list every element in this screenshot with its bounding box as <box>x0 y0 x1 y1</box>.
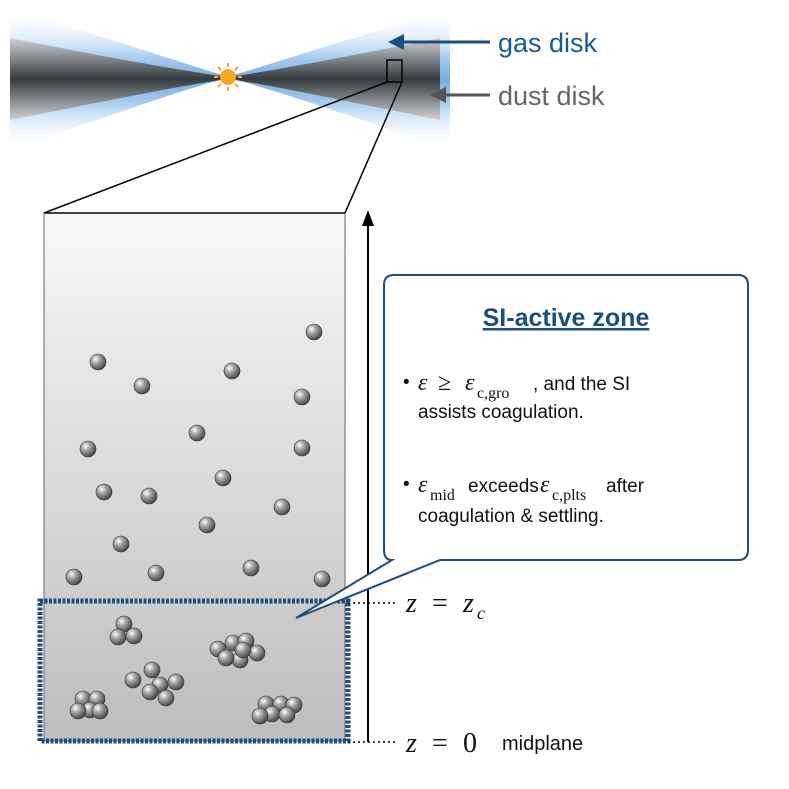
zoom-line-right <box>344 81 403 214</box>
dust-particle-icon <box>79 440 97 458</box>
dust-particles <box>65 323 331 725</box>
zc-label: z = z c <box>405 588 485 623</box>
dust-particle-icon <box>223 362 241 380</box>
si-callout <box>295 274 749 619</box>
dust-particle-icon <box>167 673 185 691</box>
svg-text:•: • <box>403 474 410 495</box>
svg-text:z: z <box>405 588 417 619</box>
svg-text:mid: mid <box>430 487 455 504</box>
svg-text:after: after <box>606 476 645 497</box>
dust-particle-icon <box>234 641 252 659</box>
dust-particle-icon <box>278 706 296 724</box>
svg-text:≥: ≥ <box>438 370 451 396</box>
dust-particle-icon <box>242 559 260 577</box>
callout-bullet-2: • ε mid exceeds ε c,plts after coagulati… <box>403 472 645 527</box>
svg-text:midplane: midplane <box>502 733 583 755</box>
star-icon <box>214 63 242 91</box>
svg-text:=: = <box>432 588 448 619</box>
svg-text:z: z <box>405 728 417 759</box>
dust-particle-icon <box>141 683 159 701</box>
dust-particle-icon <box>214 469 232 487</box>
callout-bullet-1: • ε ≥ ε c,gro , and the SI assists coagu… <box>403 370 630 423</box>
dust-particle-icon <box>91 702 109 720</box>
dust-column <box>43 212 346 742</box>
callout-title: SI-active zone <box>483 304 650 332</box>
svg-text:c,plts: c,plts <box>552 487 586 504</box>
dust-particle-icon <box>65 568 83 586</box>
dust-particle-icon <box>69 702 87 720</box>
dust-particle-icon <box>198 516 216 534</box>
si-active-zone-box <box>37 598 351 744</box>
zoom-box <box>386 59 403 83</box>
dust-particle-icon <box>251 707 269 725</box>
dust-particle-icon <box>89 353 107 371</box>
dust-particle-icon <box>248 644 266 662</box>
gas-disk-arrow <box>388 34 490 50</box>
dust-particle-icon <box>95 483 113 501</box>
z-axis-arrow <box>362 210 374 742</box>
svg-text:=: = <box>432 728 448 759</box>
dust-particle-icon <box>313 570 331 588</box>
z0-label: z = 0 midplane <box>405 728 583 759</box>
svg-text:exceeds: exceeds <box>468 476 539 497</box>
svg-text:c: c <box>477 603 485 623</box>
dust-particle-icon <box>112 535 130 553</box>
svg-text:assists coagulation.: assists coagulation. <box>418 402 584 423</box>
svg-text:ε: ε <box>418 370 428 396</box>
svg-text:•: • <box>403 372 410 393</box>
svg-text:ε: ε <box>465 370 475 396</box>
svg-text:z: z <box>462 588 474 619</box>
dust-particle-icon <box>124 671 142 689</box>
svg-text:, and the SI: , and the SI <box>533 374 630 395</box>
dust-particle-icon <box>293 388 311 406</box>
dust-particle-icon <box>140 487 158 505</box>
dust-particle-icon <box>157 689 175 707</box>
dust-particle-icon <box>143 661 161 679</box>
svg-text:coagulation & settling.: coagulation & settling. <box>418 506 604 527</box>
dust-disk-label: dust disk <box>498 81 605 111</box>
dust-particle-icon <box>188 424 206 442</box>
svg-text:0: 0 <box>463 728 477 759</box>
dust-particle-icon <box>133 377 151 395</box>
dust-particle-icon <box>217 649 235 667</box>
svg-text:ε: ε <box>540 472 550 498</box>
gas-disk-label: gas disk <box>498 28 598 58</box>
dust-particle-icon <box>273 498 291 516</box>
zoom-line-left <box>43 81 388 214</box>
dust-disk-arrow <box>430 87 490 103</box>
gas-disk-shape <box>10 10 450 150</box>
svg-text:c,gro: c,gro <box>477 385 509 402</box>
dust-particle-icon <box>305 323 323 341</box>
dust-particle-icon <box>147 564 165 582</box>
svg-text:ε: ε <box>418 472 428 498</box>
dust-particle-icon <box>293 439 311 457</box>
dust-particle-icon <box>109 628 127 646</box>
dust-particle-icon <box>125 627 143 645</box>
